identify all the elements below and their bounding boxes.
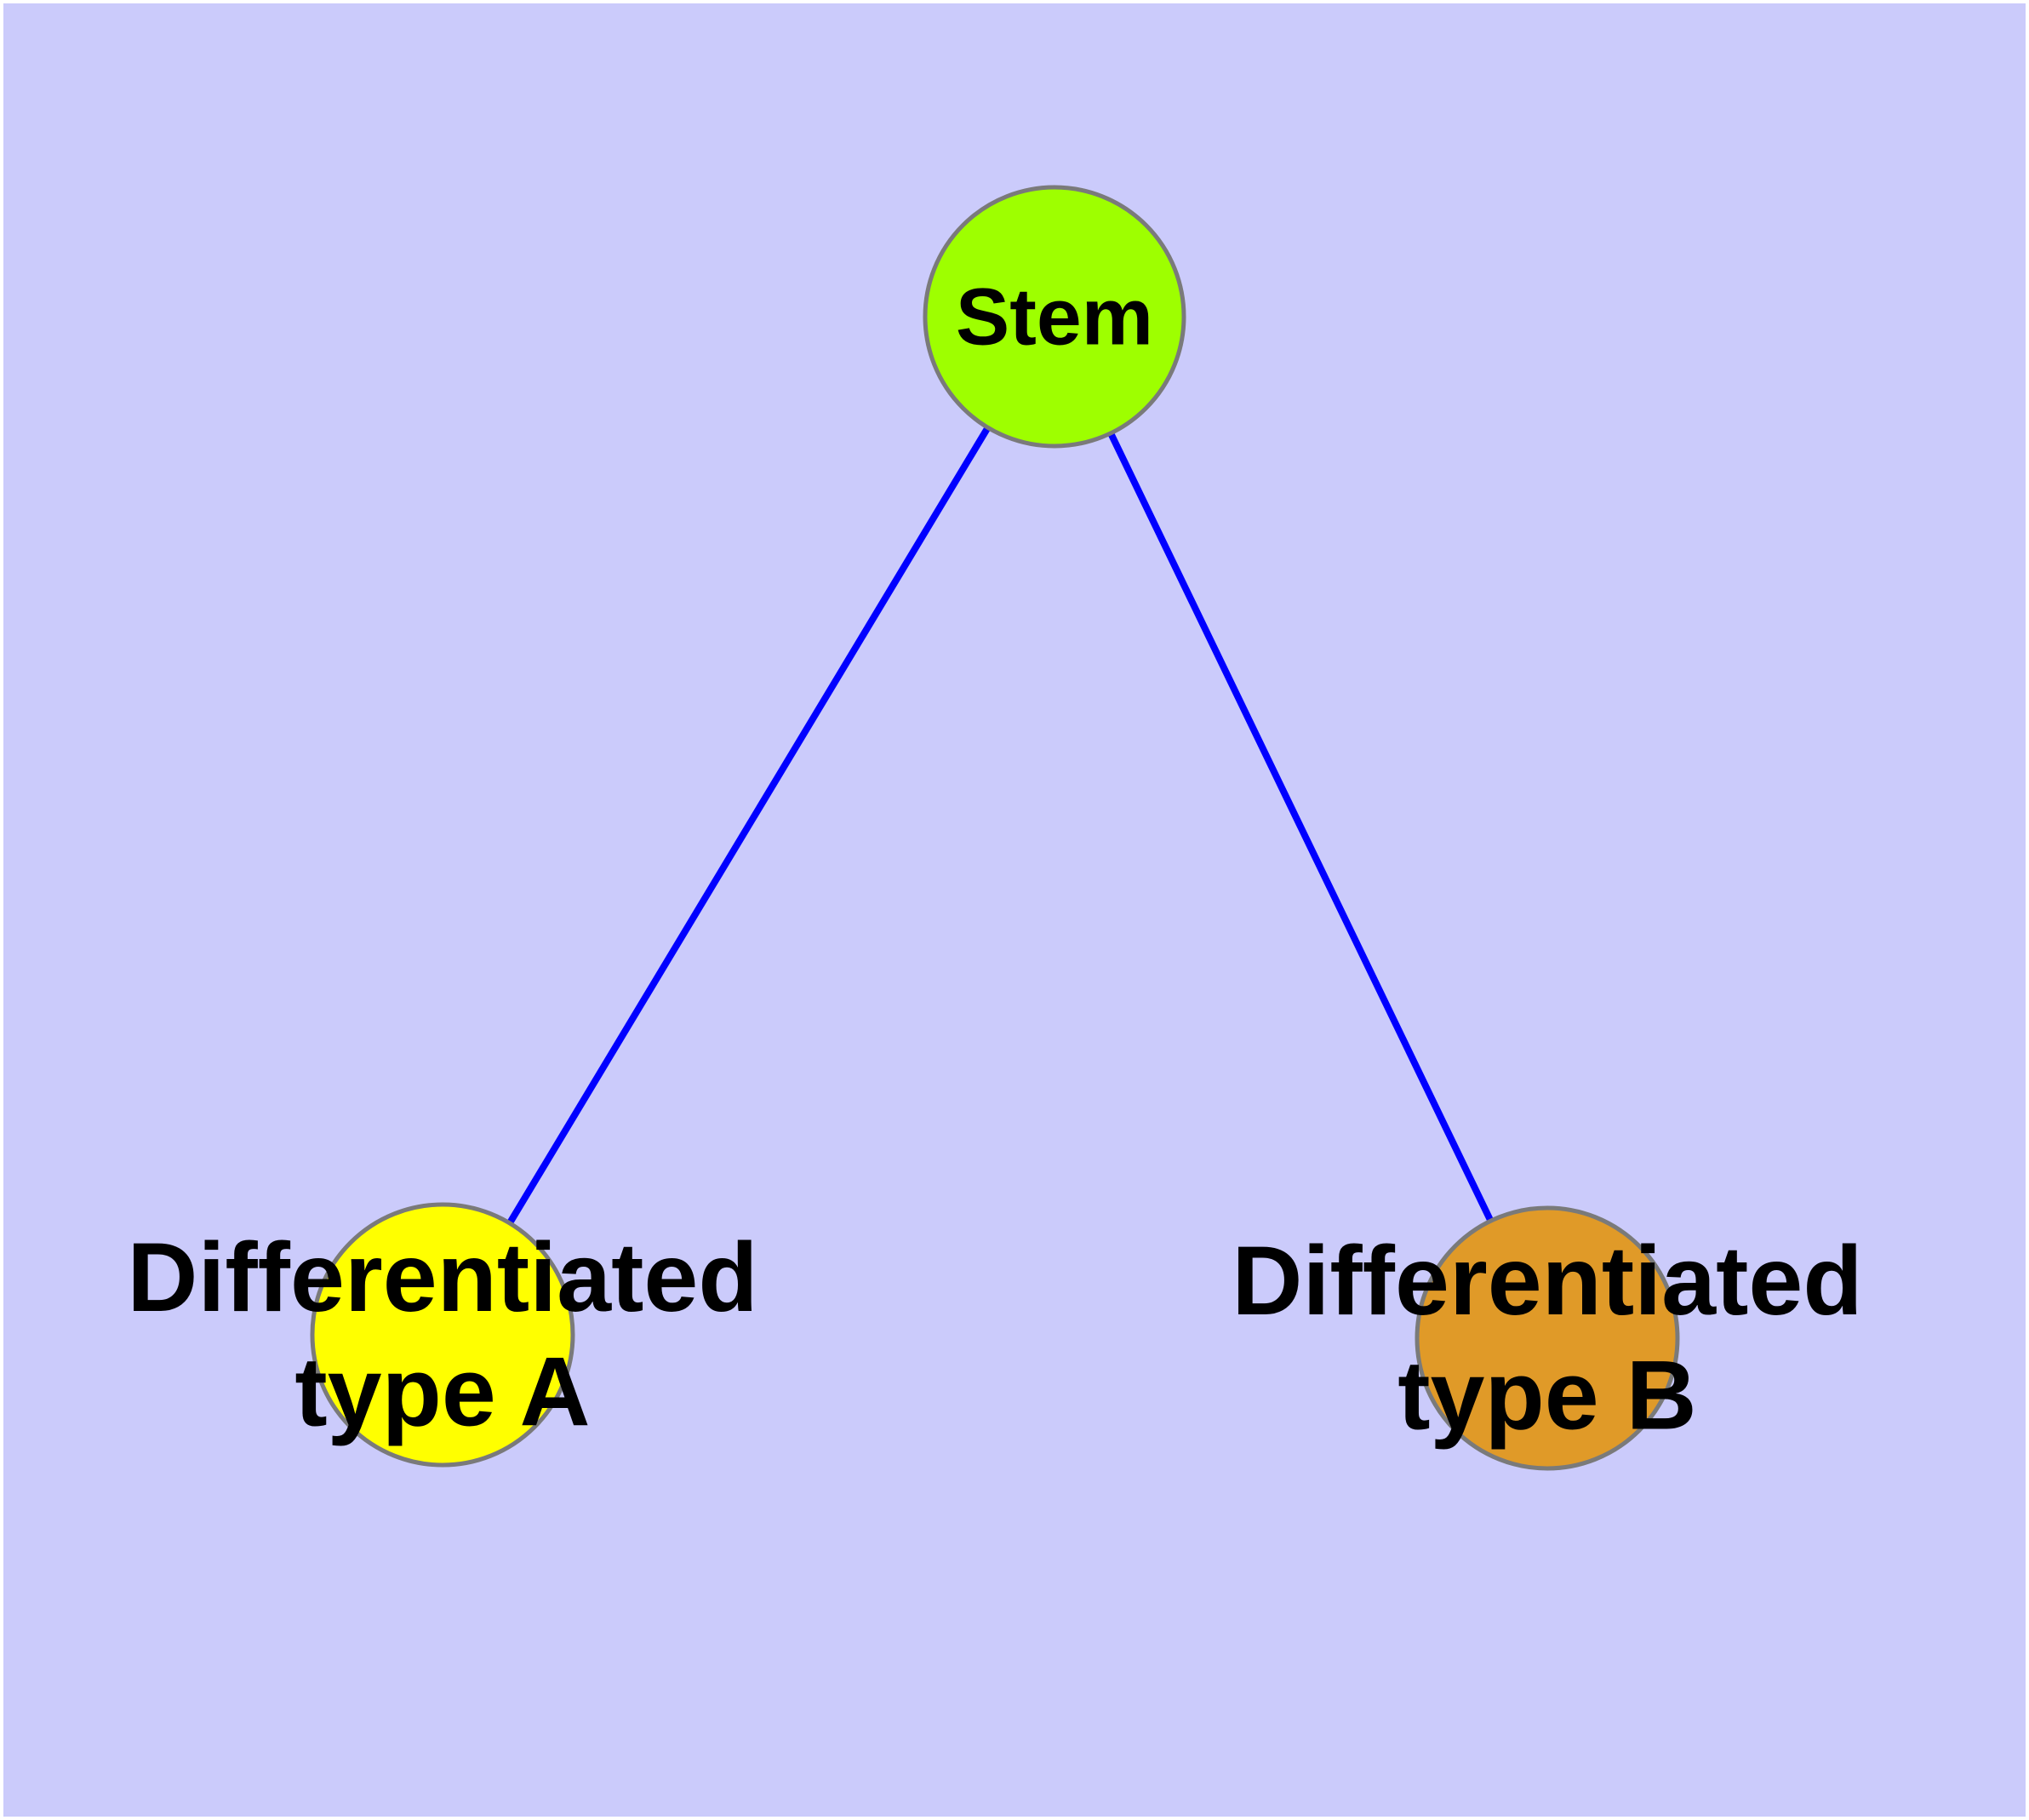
node-label-line: Differentiated: [1232, 1227, 1862, 1336]
node-label-line: type A: [294, 1337, 590, 1446]
graph-edge[interactable]: [1051, 315, 1551, 1340]
node-label-line: Stem: [956, 272, 1153, 362]
edges-layer: [439, 314, 1551, 1340]
node-label-stem: Stem: [956, 272, 1153, 362]
graph-node-diff_a[interactable]: [310, 1202, 575, 1468]
graph-edge[interactable]: [439, 314, 1058, 1337]
node-label-line: type B: [1397, 1341, 1696, 1450]
node-circle-stem[interactable]: [923, 185, 1186, 449]
node-label-line: Differentiated: [127, 1223, 757, 1332]
graph-node-stem[interactable]: [923, 185, 1186, 449]
node-circle-diff_a[interactable]: [310, 1202, 575, 1468]
node-circle-diff_b[interactable]: [1415, 1205, 1680, 1471]
graph-node-diff_b[interactable]: [1415, 1205, 1680, 1471]
